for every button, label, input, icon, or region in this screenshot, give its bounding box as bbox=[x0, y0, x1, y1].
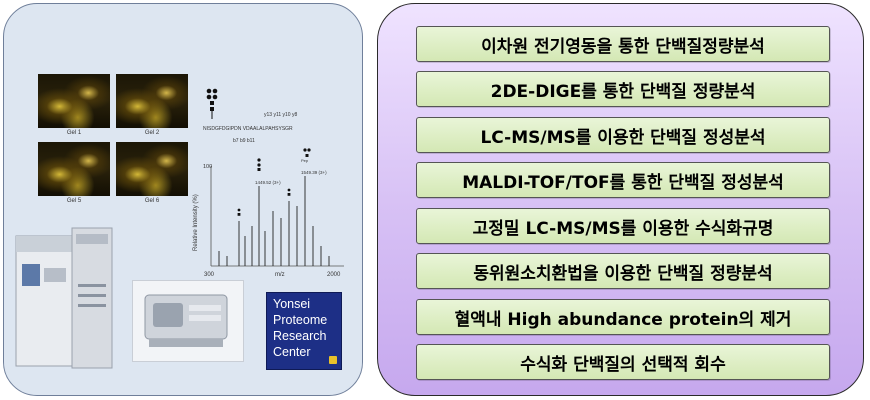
service-item-2de-quantification: 이차원 전기영동을 통한 단백질정량분석 bbox=[416, 26, 830, 62]
gel-image-grid: Gel 1 Gel 2 Gel 5 Gel 6 bbox=[38, 74, 188, 214]
spectrum-peaks bbox=[218, 176, 330, 266]
glycan-pep-label: Pep bbox=[301, 158, 309, 163]
gel-label-1: Gel 1 bbox=[66, 130, 82, 136]
gel-image-1 bbox=[38, 74, 110, 128]
logo-line-1: Yonsei bbox=[273, 297, 311, 311]
y-ion-labels: y13 y11 y10 y8 bbox=[264, 112, 297, 118]
x-min-label: 300 bbox=[204, 272, 215, 278]
peak-label-a: 1449.52 (3+) bbox=[255, 180, 281, 185]
mass-spectrometer-image bbox=[15, 227, 113, 369]
yonsei-proteome-research-center-logo: Yonsei Proteome Research Center bbox=[266, 292, 342, 370]
peptide-sequence: NISDGFDGIPDN VDAALALPAHSYSGR bbox=[203, 126, 293, 132]
gel-image-6 bbox=[116, 142, 188, 196]
gel-label-2: Gel 2 bbox=[144, 130, 160, 136]
gel-label-6: Gel 6 bbox=[144, 198, 160, 204]
service-item-maldi-tof: MALDI-TOF/TOF를 통한 단백질 정성분석 bbox=[416, 162, 830, 198]
peak-label-b: 1549.39 (3+) bbox=[301, 170, 327, 175]
gel-image-5 bbox=[38, 142, 110, 196]
services-panel: 이차원 전기영동을 통한 단백질정량분석 2DE-DIGE를 통한 단백질 정량… bbox=[377, 3, 864, 396]
y-tick-label: 100 bbox=[203, 164, 212, 170]
glycan-glyphs bbox=[237, 148, 311, 216]
benchtop-spectrometer-image bbox=[132, 280, 244, 362]
b-ion-labels: b7 b9 b11 bbox=[233, 138, 255, 144]
x-axis-label: m/z bbox=[275, 272, 285, 278]
logo-mark-icon bbox=[329, 356, 337, 364]
y-axis-label: Relative Intensity (%) bbox=[193, 194, 199, 251]
service-item-ptm-characterization: 고정밀 LC-MS/MS를 이용한 수식화규명 bbox=[416, 208, 830, 244]
service-item-ptm-enrichment: 수식화 단백질의 선택적 회수 bbox=[416, 344, 830, 380]
glycan-structure-icon bbox=[206, 88, 218, 119]
gel-label-5: Gel 5 bbox=[66, 198, 82, 204]
logo-line-2: Proteome bbox=[273, 313, 328, 327]
x-max-label: 2000 bbox=[327, 272, 341, 278]
gel-image-2 bbox=[116, 74, 188, 128]
left-image-panel: Gel 1 Gel 2 Gel 5 Gel 6 NISDGFDGIPDN VDA… bbox=[3, 3, 363, 396]
logo-line-4: Center bbox=[273, 345, 311, 359]
service-item-isotope-labeling: 동위원소치환법을 이용한 단백질 정량분석 bbox=[416, 253, 830, 289]
service-item-lcms-identification: LC-MS/MS를 이용한 단백질 정성분석 bbox=[416, 117, 830, 153]
logo-line-3: Research bbox=[273, 329, 327, 343]
service-item-2de-dige: 2DE-DIGE를 통한 단백질 정량분석 bbox=[416, 71, 830, 107]
mass-spectrum: NISDGFDGIPDN VDAALALPAHSYSGR y13 y11 y10… bbox=[193, 88, 344, 278]
service-item-abundant-protein-removal: 혈액내 High abundance protein의 제거 bbox=[416, 299, 830, 335]
